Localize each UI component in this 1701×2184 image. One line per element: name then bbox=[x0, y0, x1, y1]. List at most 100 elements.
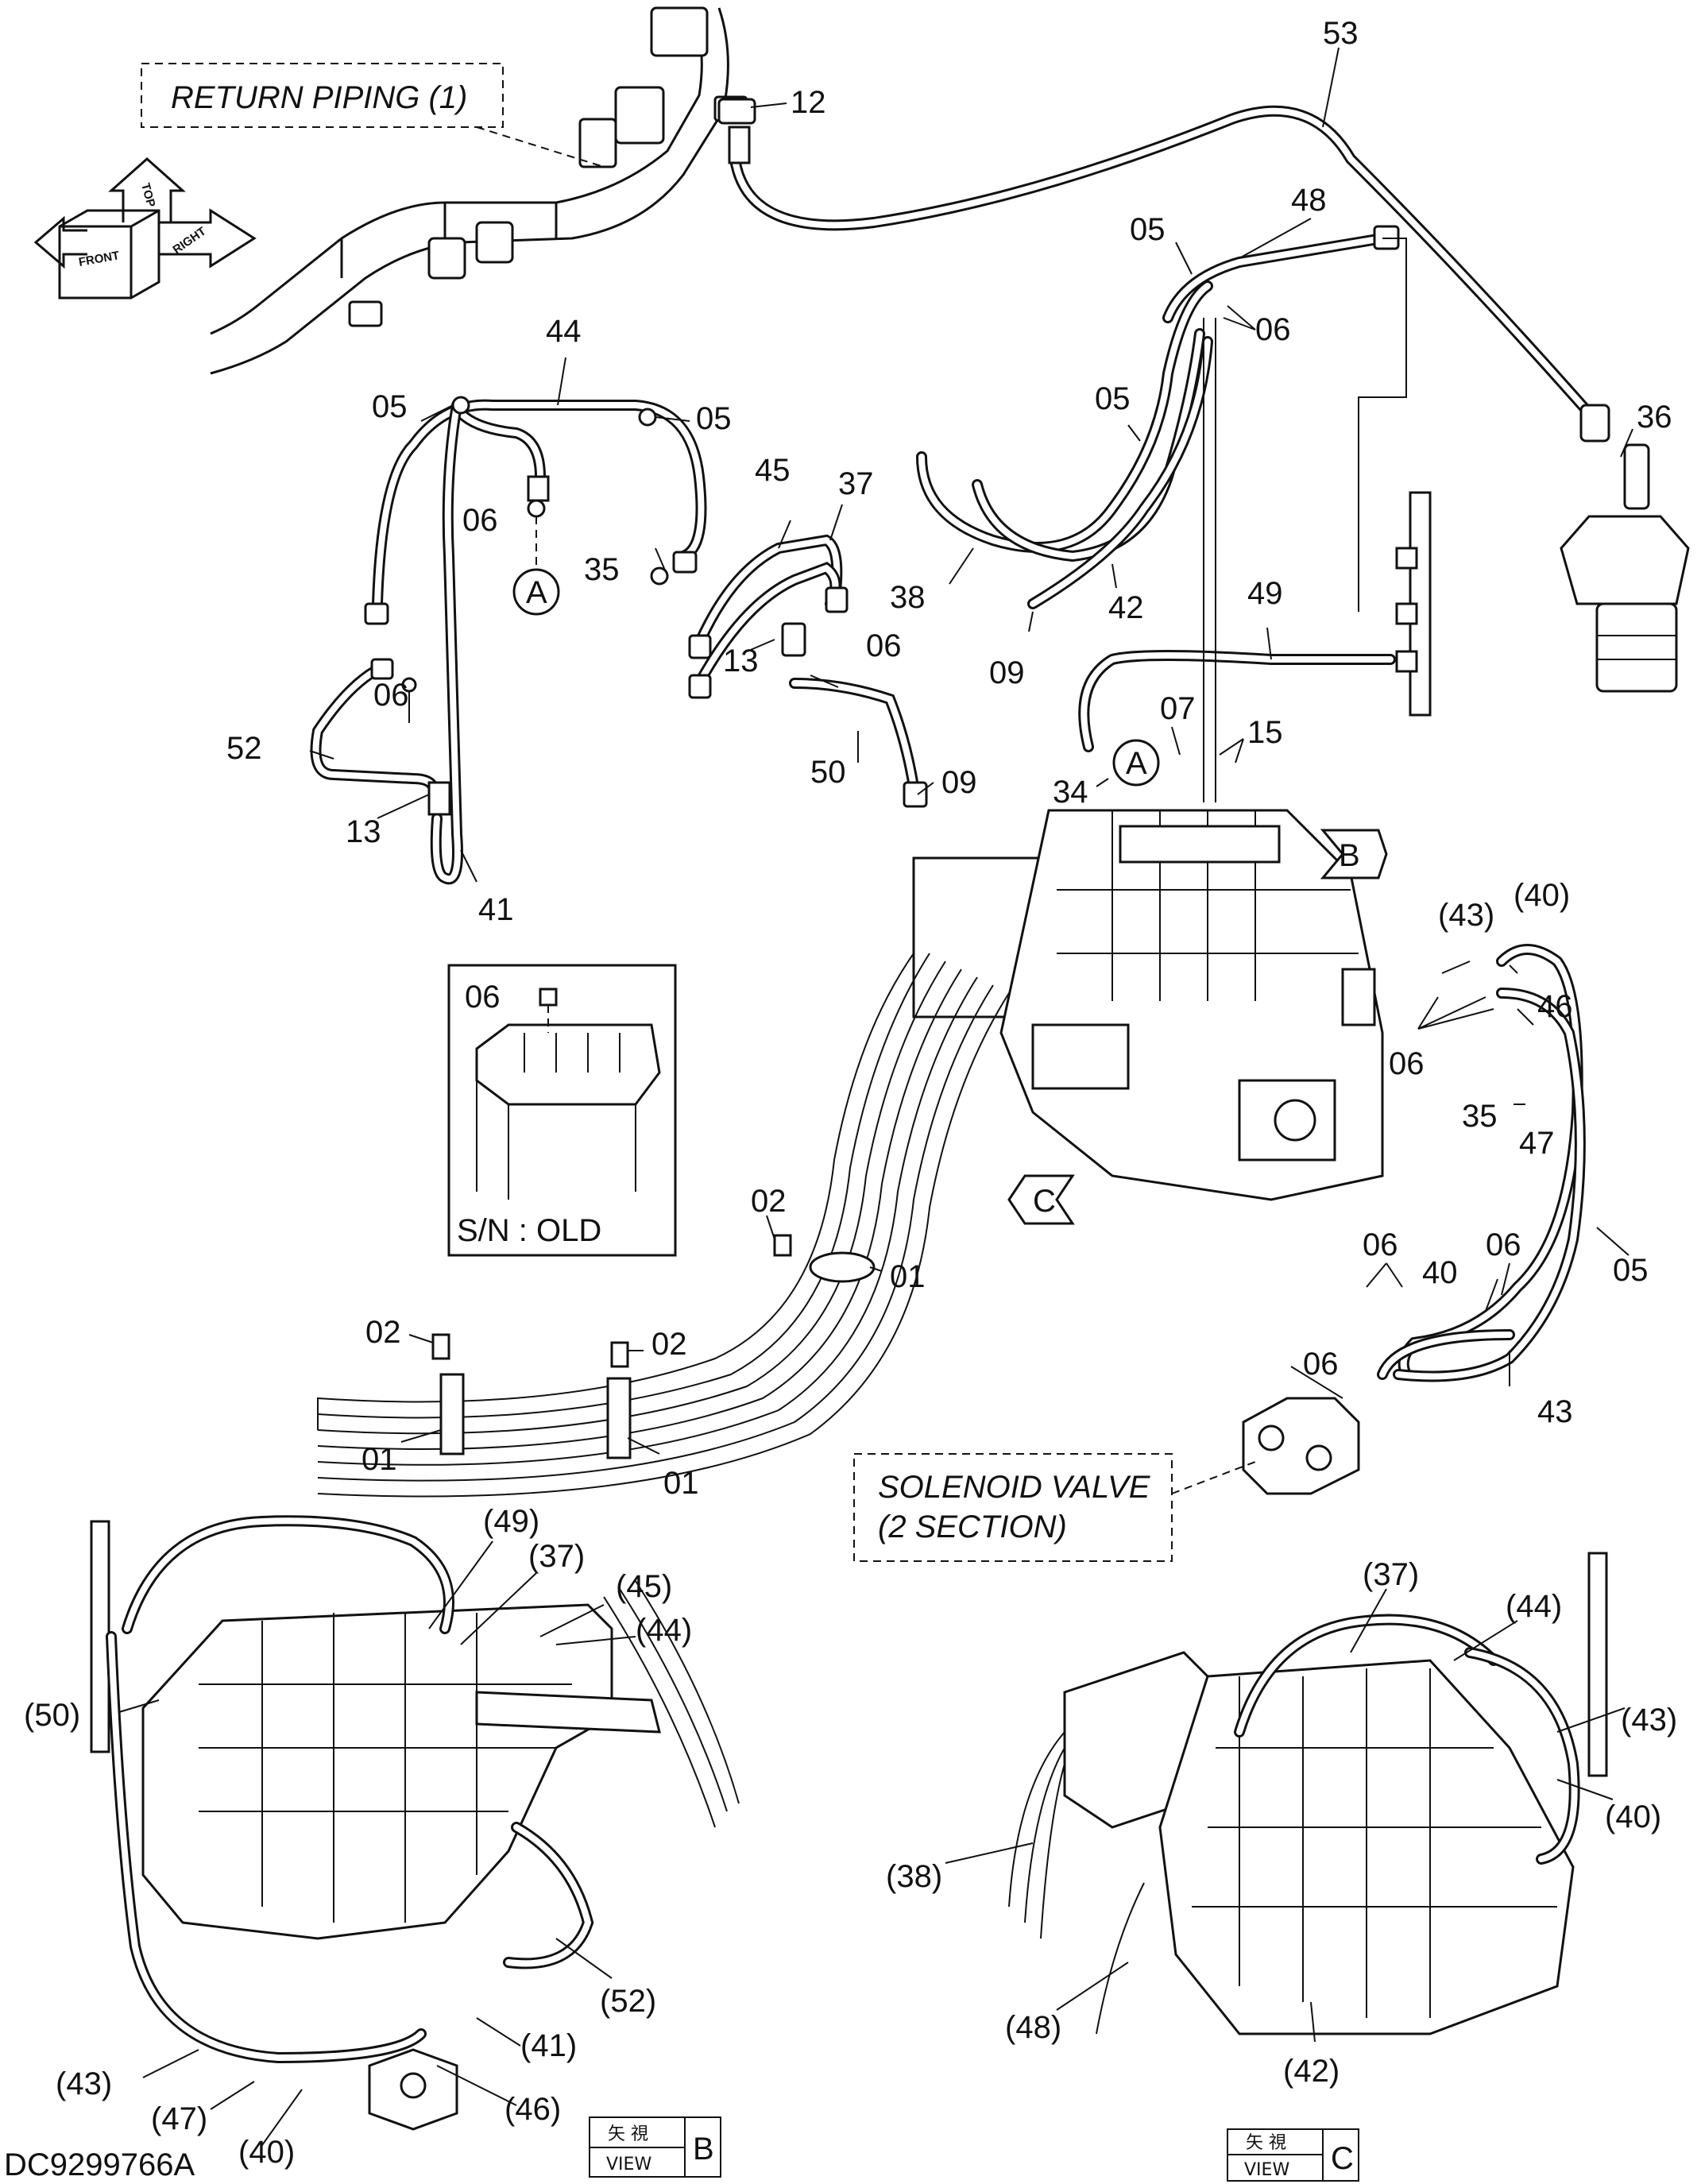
view-b-callout-47: (47) bbox=[151, 2101, 207, 2136]
callouts-main: 53 12 36 48 05 06 05 44 05 05 06 35 45 3… bbox=[226, 16, 1672, 1501]
hose-48 bbox=[1162, 225, 1400, 323]
view-b-callout-52: (52) bbox=[600, 1984, 656, 2019]
view-b-kanji: 矢 視 bbox=[608, 2124, 648, 2144]
callout-02: 02 bbox=[365, 1315, 401, 1350]
solenoid-valve bbox=[1242, 1397, 1360, 1495]
view-b-arrow-label: B bbox=[1339, 838, 1360, 873]
hose-50 bbox=[781, 622, 928, 808]
return-piping-assembly bbox=[210, 6, 751, 375]
view-c-word: VIEW bbox=[1244, 2160, 1289, 2180]
sn-old-inset: 06 S/N : OLD bbox=[447, 964, 677, 1257]
callout-05: 05 bbox=[372, 389, 408, 424]
view-b-callout-41: (41) bbox=[520, 2028, 577, 2063]
mounting-bracket bbox=[1395, 491, 1432, 717]
sn-old-label: S/N : OLD bbox=[457, 1213, 601, 1248]
view-c-box: 矢 視 VIEW C bbox=[1227, 2128, 1359, 2182]
callout-06: 06 bbox=[1363, 1227, 1398, 1262]
callout-05: 05 bbox=[696, 401, 732, 436]
callout-06: 06 bbox=[1389, 1046, 1425, 1081]
view-b-callout-50: (50) bbox=[24, 1698, 80, 1733]
hose-49 bbox=[1078, 650, 1396, 752]
fitting-35 bbox=[650, 566, 669, 586]
clamp-05 bbox=[451, 396, 470, 415]
view-c-callout-43: (43) bbox=[1621, 1703, 1677, 1738]
view-c-callout-48: (48) bbox=[1005, 2010, 1061, 2045]
callouts-view-c: (37) (44) (43) (40) (38) (48) (42) bbox=[886, 1557, 1677, 2089]
view-c-letter: C bbox=[1331, 2141, 1354, 2176]
view-b-callout-44: (44) bbox=[636, 1613, 692, 1648]
bolt-02 bbox=[431, 1333, 450, 1360]
leader-lines bbox=[309, 47, 1633, 1455]
view-c-callout-44: (44) bbox=[1506, 1589, 1562, 1624]
callout-06: 06 bbox=[866, 628, 902, 663]
control-valve bbox=[912, 809, 1384, 1201]
callout-46: 46 bbox=[1537, 989, 1573, 1024]
view-b-callout-37: (37) bbox=[528, 1539, 585, 1574]
solenoid-note-line1: SOLENOID VALVE bbox=[878, 1470, 1151, 1505]
view-b-callout-49: (49) bbox=[483, 1504, 539, 1539]
return-piping-note: RETURN PIPING (1) bbox=[171, 80, 467, 115]
callout-01: 01 bbox=[663, 1466, 699, 1501]
hose-41 bbox=[430, 400, 463, 885]
ref-a-label: A bbox=[1126, 746, 1147, 781]
bolt-02 bbox=[773, 1234, 792, 1257]
callout-13: 13 bbox=[346, 814, 381, 849]
callout-02: 02 bbox=[651, 1327, 687, 1362]
top-label: TOP bbox=[138, 182, 157, 209]
ref-a-marker bbox=[512, 568, 560, 616]
callout-05: 05 bbox=[1095, 381, 1131, 416]
callout-47: 47 bbox=[1519, 1126, 1555, 1161]
view-c-callout-37: (37) bbox=[1363, 1557, 1419, 1592]
view-c-callout-40: (40) bbox=[1605, 1799, 1661, 1834]
callout-35: 35 bbox=[584, 552, 620, 587]
callout-01: 01 bbox=[890, 1259, 926, 1294]
hose-52 bbox=[310, 658, 451, 816]
view-c-callout-42: (42) bbox=[1283, 2054, 1340, 2089]
orientation-cube-icon: FRONT TOP RIGHT bbox=[33, 157, 257, 300]
hose-bundle bbox=[317, 953, 1010, 1498]
callout-05: 05 bbox=[1130, 212, 1166, 247]
hose-53 bbox=[729, 105, 1595, 419]
hose-45-37 bbox=[688, 534, 849, 699]
callout-09: 09 bbox=[989, 655, 1025, 690]
callout-01: 01 bbox=[361, 1442, 397, 1477]
callout-38: 38 bbox=[890, 580, 926, 615]
view-b-box: 矢 視 VIEW B bbox=[589, 2116, 721, 2178]
view-b-arrow-icon bbox=[1320, 829, 1388, 879]
callout-35: 35 bbox=[1462, 1099, 1498, 1134]
drawing-id: DC9299766A bbox=[4, 2147, 195, 2182]
callout-40-ref: (40) bbox=[1514, 878, 1570, 913]
callout-37: 37 bbox=[838, 466, 874, 501]
view-b-callout-43: (43) bbox=[56, 2066, 112, 2101]
callout-06: 06 bbox=[1255, 312, 1291, 347]
callout-42: 42 bbox=[1108, 590, 1144, 625]
view-b-callout-40: (40) bbox=[238, 2135, 295, 2170]
callout-05: 05 bbox=[1613, 1253, 1649, 1288]
callout-06: 06 bbox=[1303, 1347, 1339, 1382]
callout-13: 13 bbox=[723, 644, 759, 678]
callout-44: 44 bbox=[546, 314, 582, 349]
front-label: FRONT bbox=[78, 249, 121, 269]
callout-50: 50 bbox=[810, 755, 846, 790]
callouts-view-b: (49) (37) (45) (44) (50) (52) (41) (46) … bbox=[24, 1504, 692, 2170]
callout-12: 12 bbox=[791, 85, 826, 120]
ref-a-label: A bbox=[526, 575, 547, 610]
view-c-arrow-label: C bbox=[1033, 1184, 1056, 1219]
callout-34: 34 bbox=[1053, 775, 1088, 810]
callout-40: 40 bbox=[1422, 1255, 1458, 1290]
callout-36: 36 bbox=[1637, 400, 1672, 435]
right-label: RIGHT bbox=[171, 225, 209, 257]
ref-a-marker bbox=[1112, 739, 1160, 787]
hose-40-43 bbox=[1377, 944, 1586, 1382]
fitting-12 bbox=[717, 98, 756, 164]
sn-old-part-06: 06 bbox=[465, 980, 501, 1015]
callout-15: 15 bbox=[1247, 715, 1283, 750]
callout-06: 06 bbox=[462, 503, 498, 538]
return-filter-36 bbox=[1560, 404, 1690, 693]
callout-09: 09 bbox=[941, 765, 977, 800]
callout-43: 43 bbox=[1537, 1394, 1573, 1429]
callout-06: 06 bbox=[1486, 1227, 1521, 1262]
clamp-01 bbox=[439, 1373, 465, 1455]
callout-48: 48 bbox=[1291, 183, 1327, 218]
